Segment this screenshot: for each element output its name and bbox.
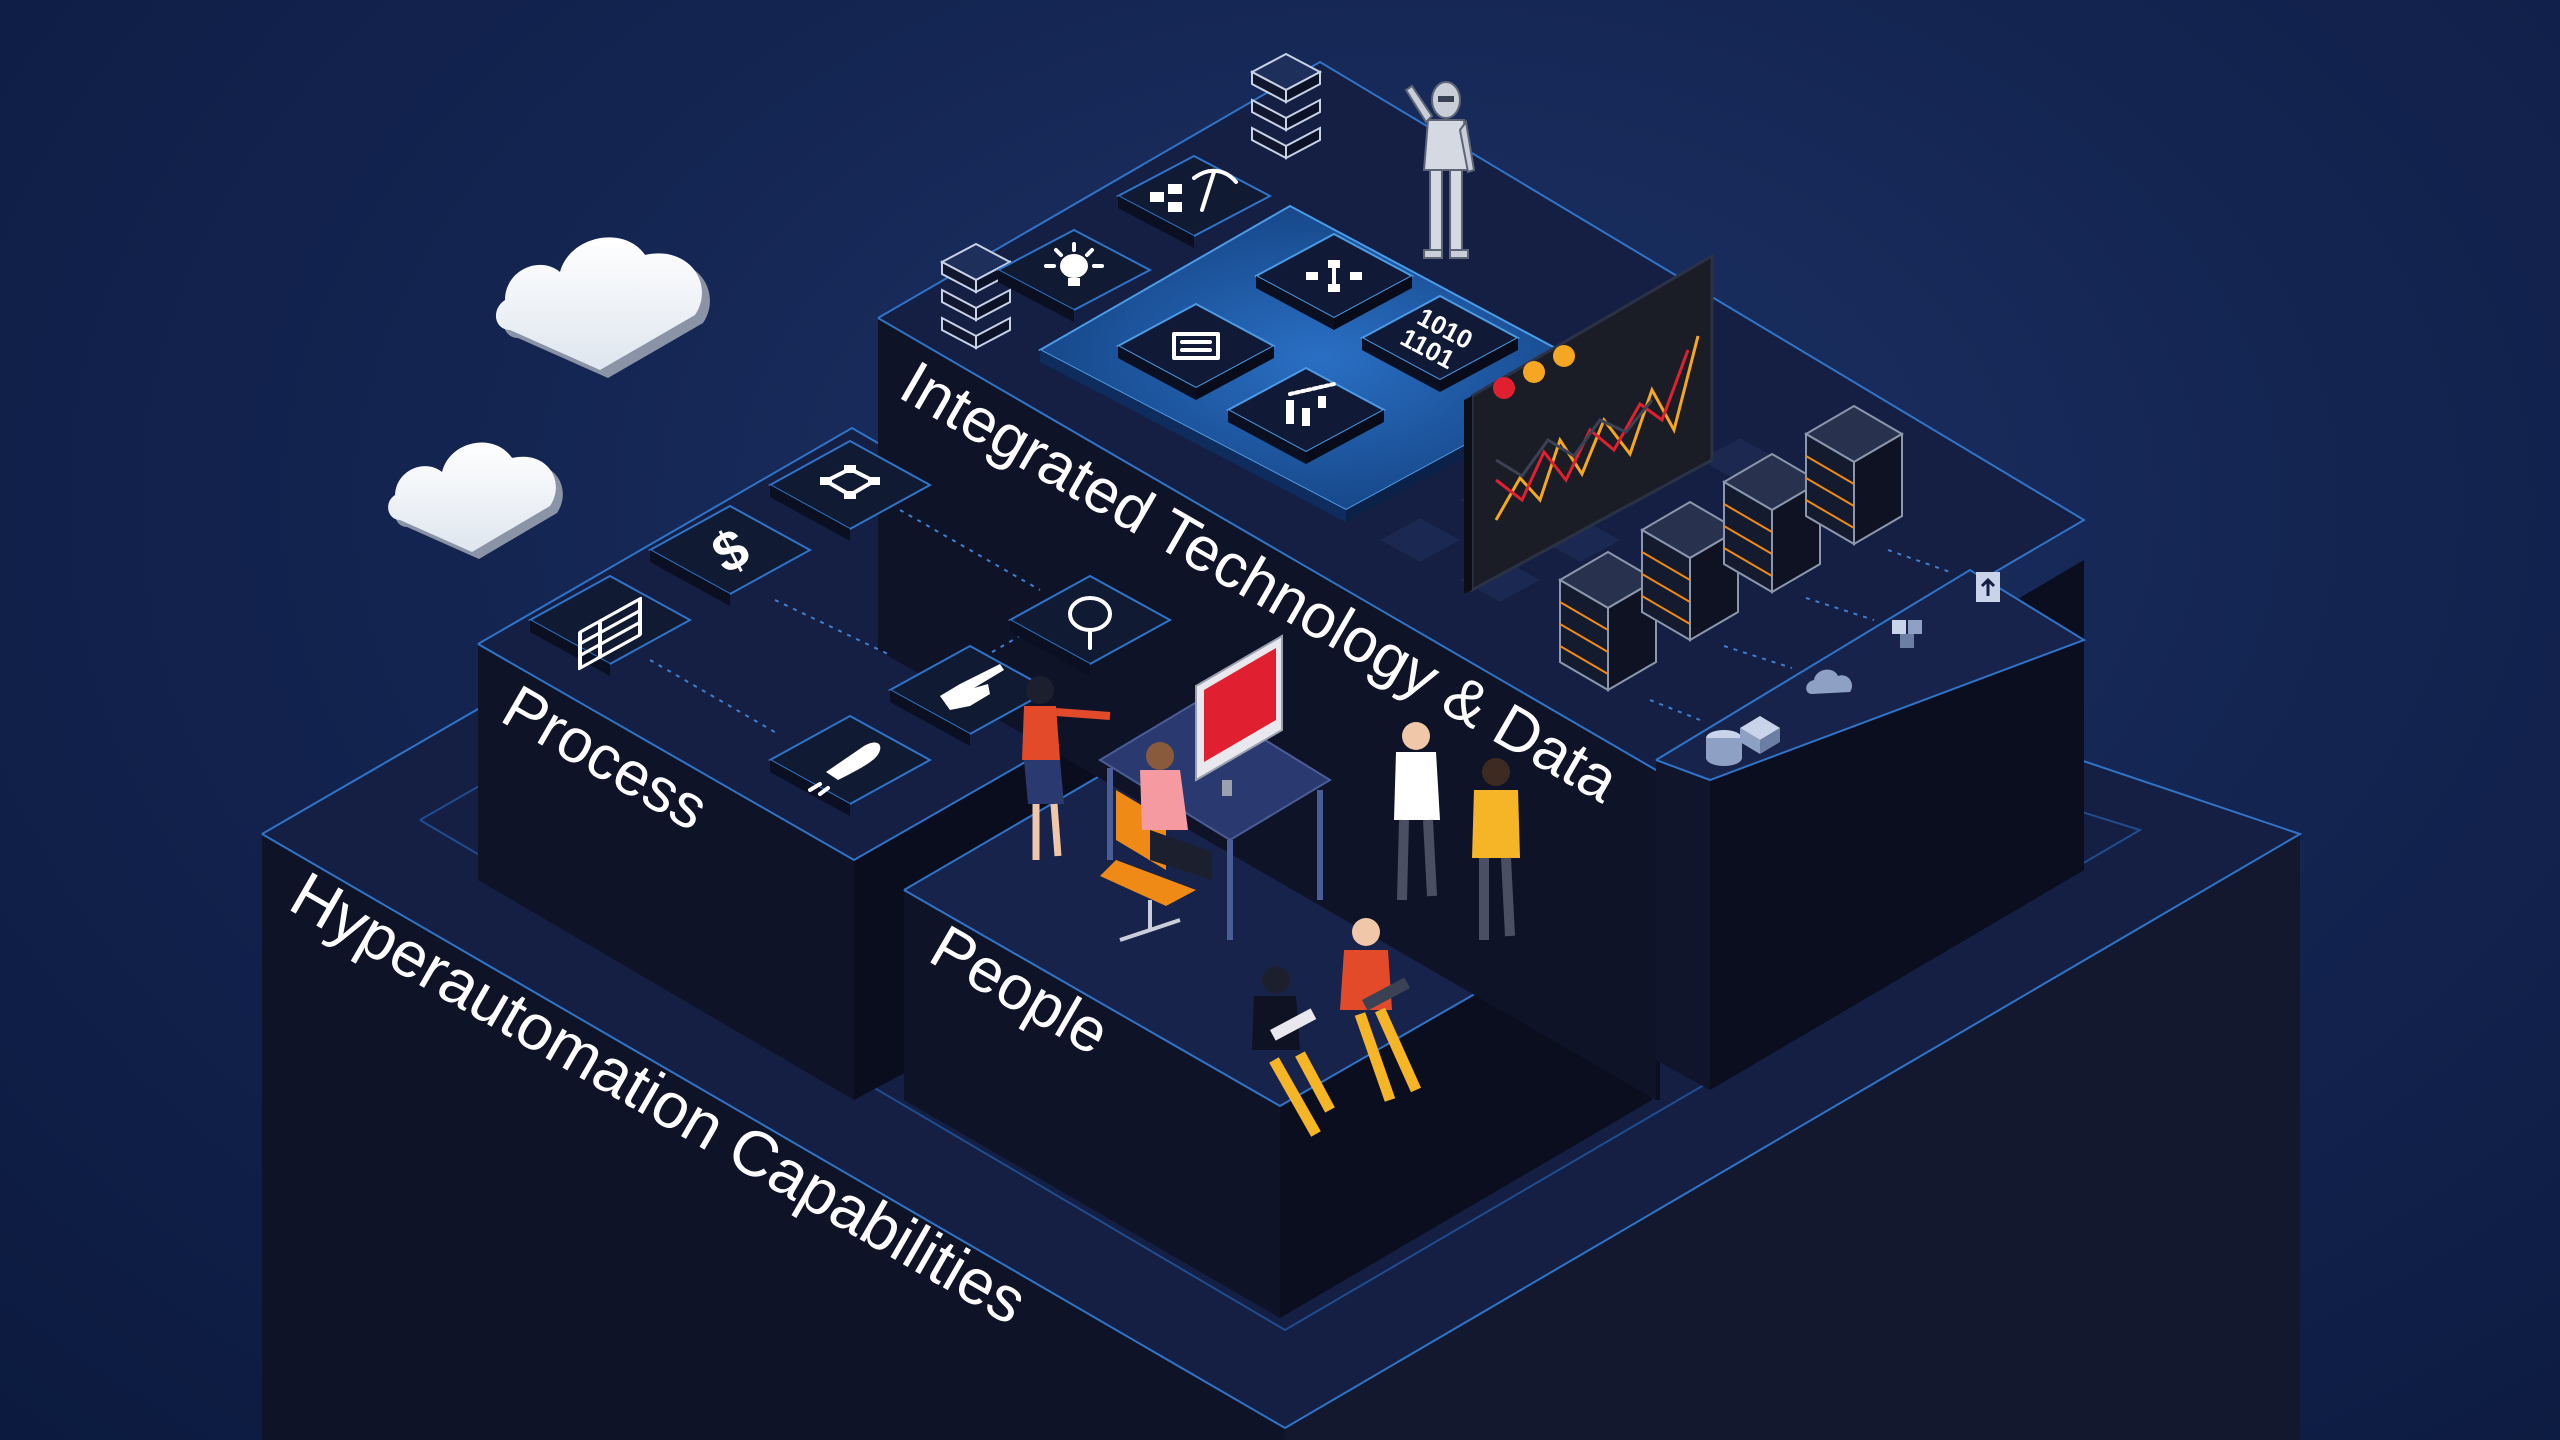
server-stack-icon <box>1249 52 1323 160</box>
cubes-icon <box>1892 620 1922 648</box>
people-scene <box>1022 634 1520 1137</box>
status-dot-red <box>1493 377 1515 399</box>
rocket-icon-tile <box>767 714 933 816</box>
lightbulb-icon <box>1044 242 1104 286</box>
person-laptop-left <box>1252 966 1335 1137</box>
person-presenting <box>1022 676 1111 860</box>
flowchart-icon-tile <box>767 439 933 541</box>
pickaxe-icon <box>1150 168 1238 212</box>
dashboard-screen <box>1464 253 1714 594</box>
search-icon <box>1068 596 1112 650</box>
binary-chip: 1010 1101 <box>1359 294 1521 392</box>
dollar-icon-tile: $ <box>647 504 813 606</box>
factory-icon <box>1740 716 1780 754</box>
tree-diagram-icon <box>1286 382 1336 426</box>
table-icon <box>578 596 642 671</box>
film-icon <box>1172 332 1220 360</box>
cloud-icon <box>388 442 563 559</box>
tree-diagram-icon <box>1306 260 1362 292</box>
server-racks <box>1558 404 1904 692</box>
status-dot-orange <box>1523 361 1545 383</box>
flowchart-icon <box>820 465 880 499</box>
chart-line-orange <box>1494 335 1700 521</box>
tree-chip <box>1225 366 1387 464</box>
status-dot-amber <box>1553 345 1575 367</box>
person-seated-desk <box>1140 742 1212 880</box>
desktop-monitor <box>1195 634 1283 796</box>
flowchart-chip <box>1253 232 1415 330</box>
tech-lower-icons <box>1649 549 2000 766</box>
cloud-icon <box>1806 669 1853 694</box>
pickaxe-icon-tile <box>1115 154 1273 248</box>
search-icon-tile <box>1007 574 1173 676</box>
upload-icon <box>1976 572 2000 602</box>
chart-line-red <box>1495 349 1690 503</box>
pointer-hand-icon <box>940 664 1004 710</box>
rocket-icon <box>808 742 881 796</box>
robot-figure <box>1404 81 1476 259</box>
person-laptop-right <box>1340 918 1422 1102</box>
cloud-icon <box>495 237 710 378</box>
person-handshake-right <box>1472 758 1520 940</box>
chart-line-grey <box>1495 399 1654 479</box>
lightbulb-icon-tile <box>995 228 1153 322</box>
person-handshake-left <box>1394 722 1440 901</box>
database-icon <box>1706 730 1742 766</box>
film-chip <box>1115 302 1277 400</box>
table-icon-tile <box>527 574 693 676</box>
